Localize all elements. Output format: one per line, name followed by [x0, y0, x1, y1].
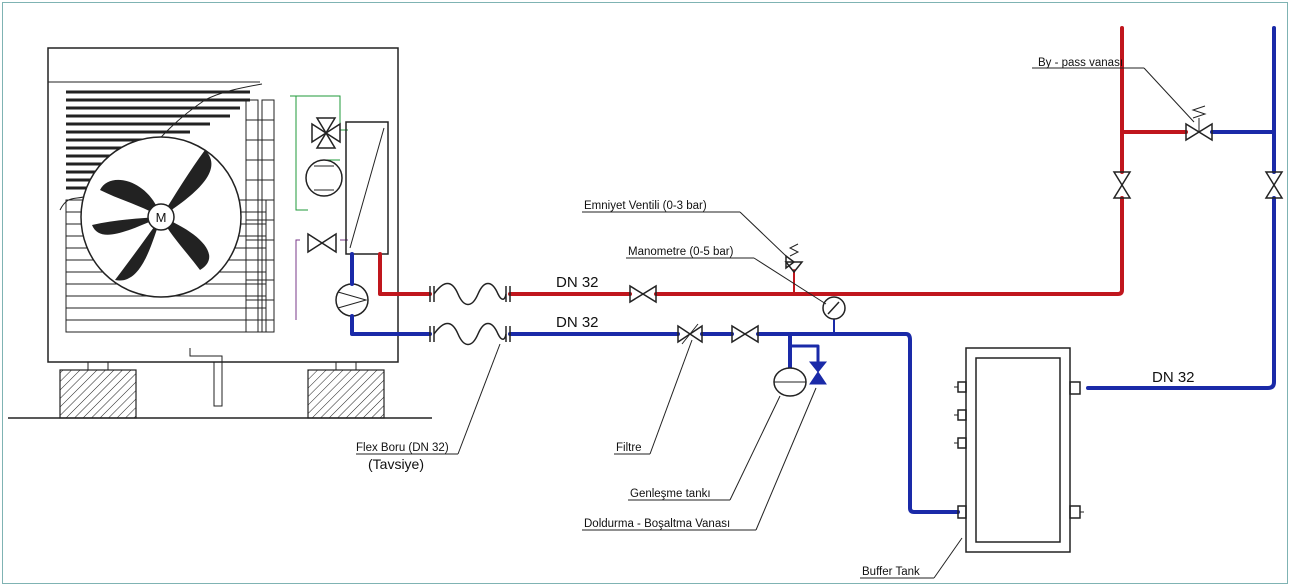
manometer-icon: [822, 296, 846, 320]
safety-valve-icon: [784, 243, 804, 274]
foot-left: [59, 369, 137, 419]
bypass-valve-icon: [1185, 105, 1213, 142]
return-line: [350, 26, 1276, 514]
supply-line: [378, 26, 1188, 296]
four-way-valve-icon: [311, 117, 341, 149]
safety-valve-label: Emniyet Ventili (0-3 bar): [584, 200, 707, 212]
tank-fittings: [954, 381, 1084, 519]
foot-right: [307, 369, 385, 419]
right-riser-valve-icon: [1264, 171, 1284, 199]
buffer-tank-label: Buffer Tank: [862, 566, 920, 578]
dn-return-label: DN 32: [556, 314, 599, 331]
buffer-tank: [954, 347, 1084, 553]
unit-casing: [47, 47, 399, 363]
filter-icon: [677, 323, 703, 345]
heat-pump-unit: M: [8, 47, 432, 419]
motor-label: M: [156, 210, 167, 225]
plate-heat-exchanger: [345, 121, 389, 255]
flex-pipe-note: (Tavsiye): [368, 456, 424, 472]
dn-supply-label: DN 32: [556, 274, 599, 291]
flex-pipe-label: Flex Boru (DN 32): [356, 442, 449, 454]
drain-pipe: [189, 348, 223, 407]
fill-drain-valve-icon: [808, 361, 828, 385]
compressor-icon: [305, 159, 343, 197]
expansion-tank-icon: [773, 367, 807, 397]
fill-drain-valve-label: Doldurma - Boşaltma Vanası: [584, 518, 730, 530]
flex-hose-supply: [429, 282, 511, 306]
expansion-valve-icon: [307, 232, 337, 254]
fan-motor: [147, 203, 175, 231]
refrigerant-circuit: [290, 95, 389, 320]
return-shutoff-valve-icon: [731, 324, 759, 344]
supply-shutoff-valve-icon: [629, 284, 657, 304]
flex-hose-return: [429, 322, 511, 346]
left-riser-valve-icon: [1112, 171, 1132, 199]
expansion-tank-label: Genleşme tankı: [630, 488, 711, 500]
fan: M: [80, 136, 242, 298]
leader-lines: [356, 67, 1195, 579]
filter-label: Filtre: [616, 442, 642, 454]
circulation-pump-icon: [335, 283, 369, 317]
dn-buffer-out-label: DN 32: [1152, 369, 1195, 386]
manometer-label: Manometre (0-5 bar): [628, 246, 734, 258]
bypass-valve-label: By - pass vanası: [1038, 57, 1123, 69]
